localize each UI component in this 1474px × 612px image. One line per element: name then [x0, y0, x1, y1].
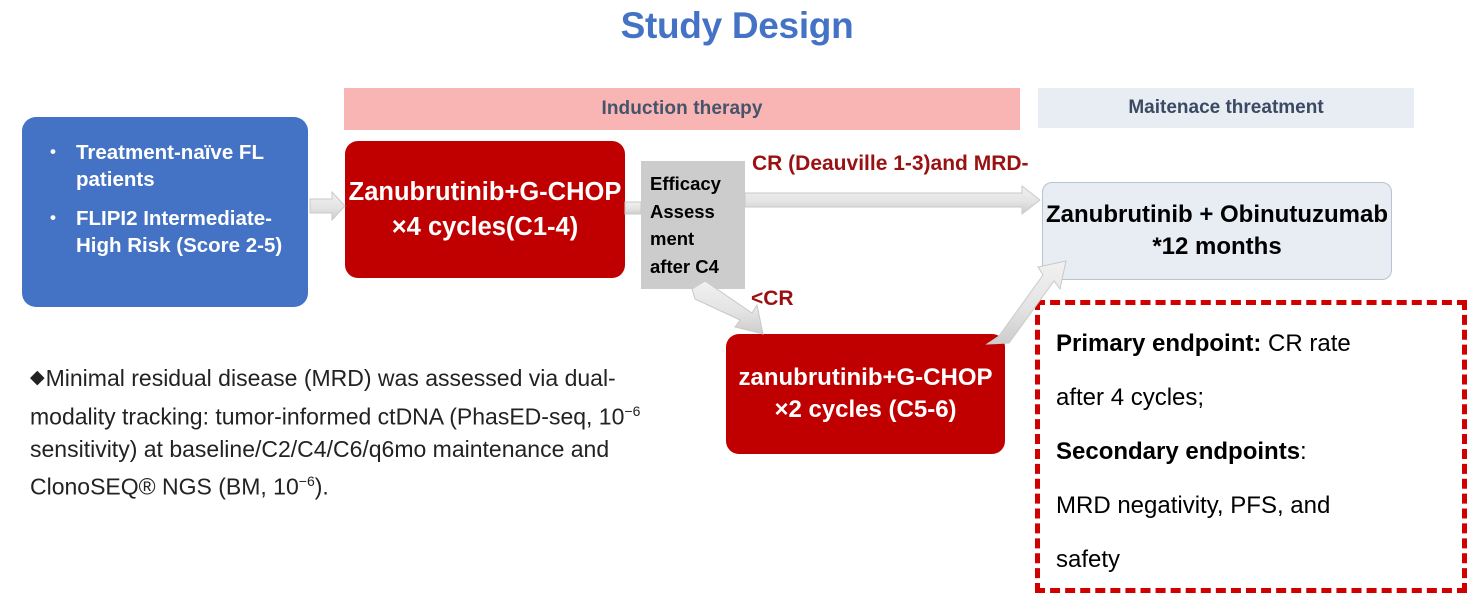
primary-endpoint-label: Primary endpoint: [1056, 330, 1262, 357]
assessment-line: after C4 [650, 255, 719, 277]
secondary-endpoint-label: Secondary endpoints [1056, 438, 1301, 465]
secondary-endpoint-line: Secondary endpoints: [1056, 425, 1448, 479]
induction-cycles-5-6-box: zanubrutinib+G-CHOP ×2 cycles (C5-6) [726, 334, 1005, 454]
assessment-line: Efficacy [650, 173, 721, 194]
induction-c5-6-regimen: zanubrutinib+G-CHOP [738, 364, 993, 391]
secondary-endpoint-continuation: safety [1056, 546, 1121, 573]
primary-endpoint-continuation: after 4 cycles; [1056, 384, 1205, 411]
arrow-eligibility-to-induction [309, 190, 346, 222]
induction-c1-4-cycles: ×4 cycles(C1-4) [391, 212, 579, 241]
efficacy-assessment-box: Efficacy Assess ment after C4 [641, 161, 745, 289]
diamond-bullet-icon: ◆ [30, 367, 45, 388]
arrow-cr-to-maintenance [744, 184, 1041, 216]
induction-c5-6-cycles: ×2 cycles (C5-6) [774, 396, 957, 423]
mrd-methodology-note: ◆Minimal residual disease (MRD) was asse… [30, 362, 670, 503]
cr-branch-label: CR (Deauville 1-3)and MRD- [752, 152, 1029, 175]
assessment-line: Assess [650, 200, 715, 222]
maintenance-phase-header: Maitenace threatment [1038, 88, 1414, 128]
induction-c1-4-regimen: Zanubrutinib+G-CHOP [348, 177, 622, 206]
primary-endpoint-value: CR rate [1261, 330, 1351, 357]
secondary-endpoint-value: MRD negativity, PFS, and [1056, 492, 1331, 519]
arrow-induction-to-assessment [624, 201, 642, 215]
page-title: Study Design [620, 5, 854, 46]
mrd-note-superscript: −6 [298, 473, 315, 490]
mrd-note-superscript: −6 [624, 402, 641, 419]
eligibility-list: Treatment-naïve FL patients FLIPI2 Inter… [40, 138, 292, 259]
assessment-line: ment [650, 228, 695, 249]
eligibility-criteria-box: Treatment-naïve FL patients FLIPI2 Inter… [22, 117, 308, 307]
list-item: FLIPI2 Intermediate-High Risk (Score 2-5… [40, 204, 292, 259]
induction-cycles-1-4-box: Zanubrutinib+G-CHOP ×4 cycles(C1-4) [345, 141, 625, 278]
less-than-cr-branch-label: <CR [751, 287, 794, 310]
primary-endpoint-line: Primary endpoint: CR rate [1056, 317, 1448, 371]
mrd-note-part3: ). [314, 473, 329, 500]
secondary-endpoint-colon: : [1300, 438, 1307, 465]
maintenance-treatment-box: Zanubrutinib + Obinutuzumab *12 months [1042, 182, 1392, 280]
maintenance-regimen: Zanubrutinib + Obinutuzumab *12 months [1046, 201, 1388, 260]
mrd-note-part2: sensitivity) at baseline/C2/C4/C6/q6mo m… [30, 435, 610, 500]
list-item: Treatment-naïve FL patients [40, 138, 292, 193]
mrd-note-part1: Minimal residual disease (MRD) was asses… [30, 365, 625, 430]
induction-phase-header: Induction therapy [344, 88, 1020, 130]
endpoints-box: Primary endpoint: CR rate after 4 cycles… [1035, 300, 1467, 593]
